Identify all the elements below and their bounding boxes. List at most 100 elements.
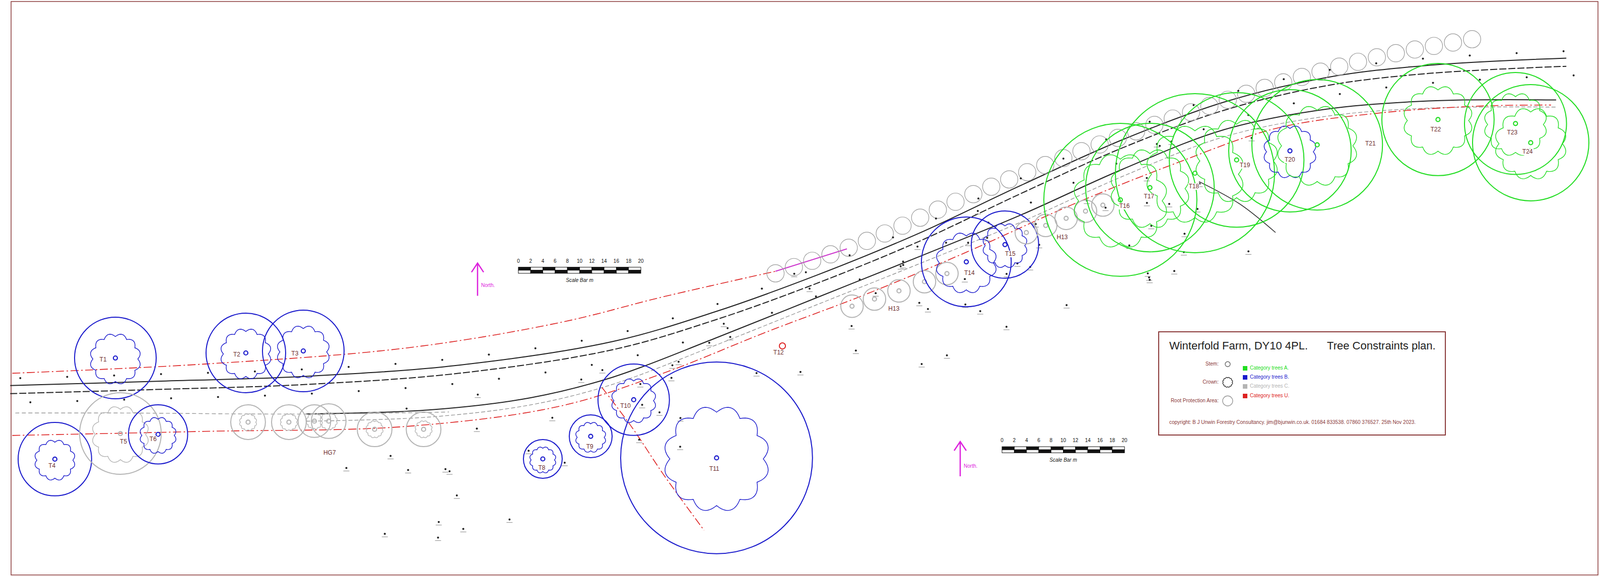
tree-symbol [1226,87,1354,215]
north-arrow [954,441,967,477]
scale-segment [1100,446,1113,450]
stem [1513,121,1518,126]
title-block: Winterfold Farm, DY10 4PL.Tree Constrain… [1158,331,1446,436]
scale-segment [1026,449,1039,453]
survey-point [1029,201,1032,204]
survey-tick [965,245,972,246]
stem [945,271,950,276]
scale-segment [1026,446,1039,450]
legend-text: Category trees B. [1249,374,1290,381]
survey-tick [1083,203,1090,205]
survey-point [1572,74,1575,77]
root-protection-area [1251,79,1383,211]
survey-point [1148,276,1151,279]
root-protection-area [1464,72,1567,175]
crown-outline [92,407,149,463]
scale-number: 14 [1084,437,1092,444]
root-protection-area [74,317,157,399]
survey-tick [669,368,676,369]
scale-number: 20 [1121,437,1128,444]
tree-tag: T20 [1284,156,1296,164]
road-line [12,271,776,374]
scale-number: 20 [637,258,644,265]
survey-point [874,292,877,295]
root-protection-area [971,211,1039,279]
survey-point [437,537,440,540]
survey-point [902,263,905,266]
hedge-tree [1444,33,1462,51]
scale-number: 4 [541,258,546,265]
survey-point [451,383,454,386]
road-line [775,248,847,272]
survey-tick [1063,307,1070,309]
stem [1024,230,1029,235]
survey-point [658,411,661,414]
tree-tag: T12 [772,349,785,357]
legend-text: Category trees C. [1249,383,1290,390]
tree-symbol [1379,61,1497,178]
scale-number: 8 [565,258,570,265]
scale-segment [555,267,568,271]
scale-segment [616,270,629,274]
tree-rpa: T6 [126,403,190,466]
hedge-tree [1349,52,1367,71]
stem [286,420,291,425]
root-protection-area [840,294,864,318]
survey-point [755,372,758,375]
hedge-tree [982,178,1000,196]
survey-tick [668,380,675,382]
survey-tick [1144,205,1151,207]
crown-outline [366,421,383,438]
survey-point [1072,181,1075,184]
survey-tick [914,249,921,250]
root-protection-area [921,217,1012,307]
hedge-tree [1054,149,1072,167]
root-protection-area [128,405,188,464]
scale-segment [1075,446,1088,450]
tree-rpa: T14 [919,215,1014,309]
legend-swatch [1242,384,1248,389]
stem [1148,185,1153,190]
scale-segment [1002,446,1015,450]
legend-swatch [1242,375,1248,380]
survey-point [1062,157,1065,160]
stem [1315,143,1320,148]
stem [1003,242,1008,247]
legend-stem [1225,361,1231,367]
root-protection-area [79,392,162,475]
tree-symbol [969,209,1041,281]
hedge-tree [1255,79,1274,97]
tree-rpa: H13 [838,260,961,320]
root-protection-area [1085,123,1215,252]
survey-point [967,241,970,244]
survey-tick [474,431,481,433]
scale-number: 16 [613,258,620,265]
crown-outline [612,379,656,424]
scale-segment [543,270,556,274]
scale-segment [616,267,629,271]
survey-point [455,494,458,497]
hedge-tree [1018,163,1036,181]
stem [1234,158,1239,163]
survey-point [508,518,511,521]
tree-tag: T18 [1187,183,1200,190]
tree-symbol [567,413,615,460]
survey-tick [1248,140,1255,142]
survey-tick [675,364,682,366]
legend-rpa [1222,395,1233,407]
tree-tag: T2 [232,351,241,359]
root-protection-area [597,364,670,436]
survey-tick [916,305,923,307]
root-protection-area [262,310,345,392]
hedge-tree [1164,109,1182,127]
survey-point [544,371,547,374]
survey-tick [1143,180,1150,182]
crown-outline [575,422,606,453]
survey-tick [677,449,684,451]
survey-tick [578,382,585,383]
survey-point [253,370,256,373]
survey-tick [897,269,904,270]
survey-point [1192,104,1195,107]
scale-number: 2 [1012,437,1017,444]
survey-point [682,341,685,344]
